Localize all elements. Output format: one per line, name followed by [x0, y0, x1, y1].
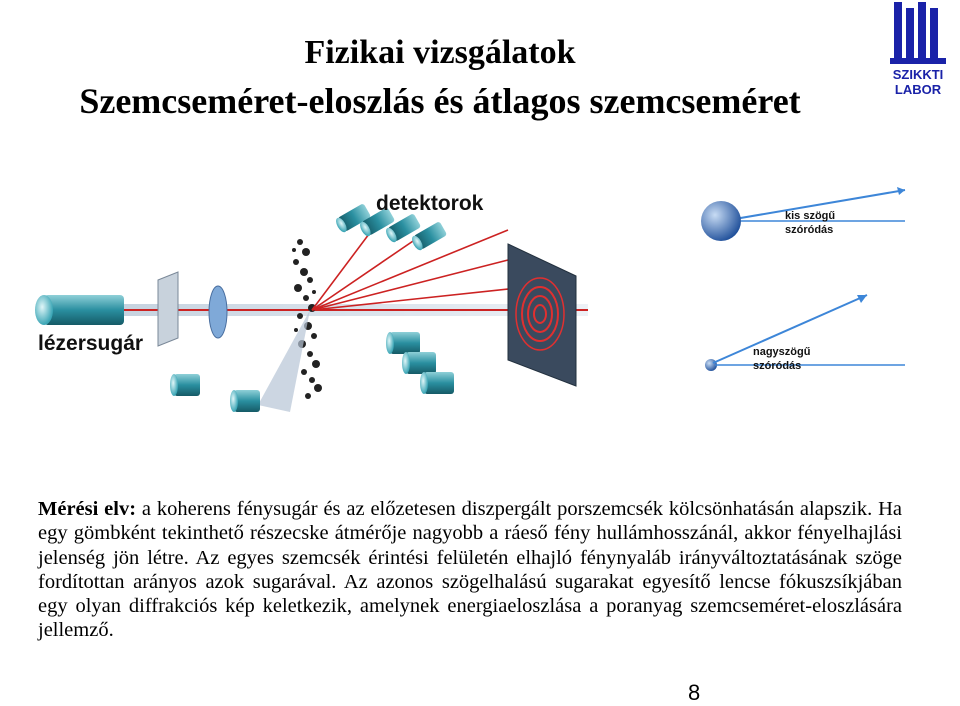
small-angle-scatter — [635, 187, 905, 241]
aperture-plate — [158, 272, 178, 346]
slide-title: Fizikai vizsgálatok — [0, 34, 880, 72]
laser-diffraction-diagram: detektorok lézersugár — [28, 180, 608, 430]
lower-detectors — [170, 332, 454, 412]
laser-label: lézersugár — [38, 332, 143, 355]
detector-screen — [508, 244, 576, 386]
lens — [209, 286, 227, 338]
logo-line1: SZIKKTI — [893, 67, 944, 82]
detector-label: detektorok — [376, 192, 484, 215]
principle-lead: Mérési elv: — [38, 498, 136, 520]
wide-angle-label-2: szóródás — [753, 360, 801, 372]
small-angle-label-1: kis szögű — [785, 210, 835, 222]
page-number: 8 — [688, 680, 700, 706]
scatter-cone — [258, 310, 310, 412]
principle-body: a koherens fénysugár és az előzetesen di… — [38, 498, 902, 641]
small-angle-label-2: szóródás — [785, 224, 833, 236]
slide-subtitle: Szemcseméret-eloszlás és átlagos szemcse… — [0, 80, 880, 122]
measurement-principle-text: Mérési elv: a koherens fénysugár és az e… — [38, 497, 902, 643]
szikkti-labor-logo: SZIKKTI LABOR — [880, 2, 956, 110]
scattering-angle-illustration: kis szögű szóródás nagyszögű szóródás — [635, 185, 935, 400]
logo-line2: LABOR — [895, 82, 942, 97]
wide-angle-label-1: nagyszögű — [753, 346, 811, 358]
scattered-rays — [312, 222, 518, 310]
laser-source — [35, 295, 124, 325]
